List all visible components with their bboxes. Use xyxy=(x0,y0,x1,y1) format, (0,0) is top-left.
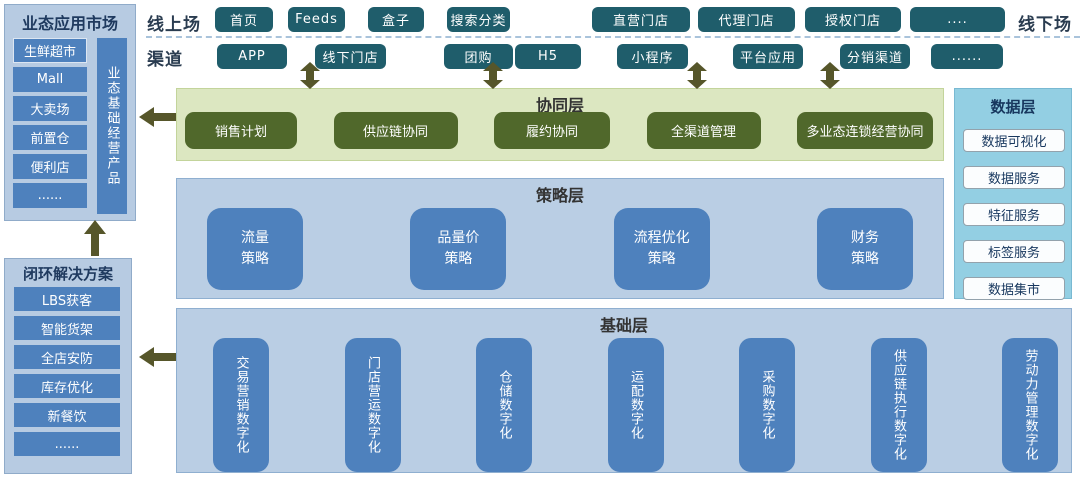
market-item-fresh-supermarket: 生鲜超市 xyxy=(13,38,87,63)
collaboration-button-row: 销售计划 供应链协同 履约协同 全渠道管理 多业态连锁经营协同 xyxy=(185,112,933,149)
data-item-data-service: 数据服务 xyxy=(963,166,1065,189)
channel-button-app: APP xyxy=(217,44,287,69)
closed-loop-item-smart-shelf: 智能货架 xyxy=(14,316,120,340)
online-button-authorized-store: 授权门店 xyxy=(805,7,901,32)
market-item-list: 生鲜超市 Mall 大卖场 前置仓 便利店 ...... xyxy=(13,38,87,212)
foundation-layer-title: 基础层 xyxy=(599,316,648,335)
strategy-card-traffic: 流量 策略 xyxy=(207,208,303,290)
collab-button-multi-format-chain: 多业态连锁经营协同 xyxy=(797,112,933,149)
collab-button-sales-plan: 销售计划 xyxy=(185,112,297,149)
foundation-pillar-row: 交易营销数字化 门店营运数字化 仓储数字化 运配数字化 采购数字化 供应链执行数… xyxy=(213,338,1058,472)
market-item-convenience-store: 便利店 xyxy=(13,154,87,179)
collab-to-market-left-arrow-icon xyxy=(139,107,176,127)
channel-button-offline-store: 线下门店 xyxy=(315,44,386,69)
channel-collab-double-arrow-icon xyxy=(300,62,320,89)
market-panel: 业态应用市场 生鲜超市 Mall 大卖场 前置仓 便利店 ...... 业态基础… xyxy=(4,4,136,221)
channel-label: 渠道 xyxy=(147,50,183,70)
strategy-card-line: 策略 xyxy=(241,251,269,267)
foundation-to-closed-loop-left-arrow-icon xyxy=(139,347,176,367)
channel-button-more: ...... xyxy=(931,44,1003,69)
strategy-card-line: 流量 xyxy=(241,230,269,246)
strategy-layer-title: 策略层 xyxy=(535,186,584,205)
online-offline-divider xyxy=(146,36,1080,38)
data-item-data-mart: 数据集市 xyxy=(963,277,1065,300)
online-button-direct-store: 直营门店 xyxy=(592,7,690,32)
data-item-tag-service: 标签服务 xyxy=(963,240,1065,263)
pillar-trade-marketing: 交易营销数字化 xyxy=(213,338,269,472)
channel-button-distribution: 分销渠道 xyxy=(840,44,910,69)
collab-button-supply-chain: 供应链协同 xyxy=(333,112,458,149)
strategy-card-assortment-price: 品量价 策略 xyxy=(410,208,507,290)
collab-button-fulfillment: 履约协同 xyxy=(494,112,610,149)
pillar-workforce-management: 劳动力管理数字化 xyxy=(1002,338,1058,472)
market-item-hypermarket: 大卖场 xyxy=(13,96,87,121)
collaboration-layer-panel: 协同层 销售计划 供应链协同 履约协同 全渠道管理 多业态连锁经营协同 xyxy=(176,88,944,161)
strategy-card-line: 策略 xyxy=(647,251,676,267)
data-item-feature-service: 特征服务 xyxy=(963,203,1065,226)
online-button-more: .... xyxy=(910,7,1005,32)
closed-loop-item-new-dining: 新餐饮 xyxy=(14,403,120,427)
strategy-card-process-optimization: 流程优化 策略 xyxy=(613,208,710,290)
strategy-card-line: 策略 xyxy=(444,251,473,267)
strategy-card-line: 策略 xyxy=(850,251,879,267)
pillar-warehouse: 仓储数字化 xyxy=(476,338,532,472)
channel-button-group-buy: 团购 xyxy=(444,44,513,69)
pillar-transport: 运配数字化 xyxy=(607,338,664,472)
closed-loop-panel-title: 闭环解决方案 xyxy=(22,265,113,283)
closed-loop-item-lbs: LBS获客 xyxy=(14,287,120,311)
market-item-more: ...... xyxy=(13,183,87,208)
strategy-card-line: 流程优化 xyxy=(633,230,690,246)
data-layer-panel: 数据层 数据可视化 数据服务 特征服务 标签服务 数据集市 xyxy=(954,88,1072,300)
data-layer-title: 数据层 xyxy=(990,98,1036,116)
closed-loop-panel: 闭环解决方案 LBS获客 智能货架 全店安防 库存优化 新餐饮 ...... xyxy=(4,258,132,474)
strategy-card-finance: 财务 策略 xyxy=(816,208,913,290)
online-button-home: 首页 xyxy=(215,7,273,32)
market-vertical-bar: 业态基础经营产品 xyxy=(97,38,127,214)
collaboration-layer-title: 协同层 xyxy=(535,96,584,115)
collab-button-omnichannel: 全渠道管理 xyxy=(646,112,761,149)
pillar-supply-chain-execution: 供应链执行数字化 xyxy=(870,338,927,472)
online-button-box: 盒子 xyxy=(368,7,424,32)
online-button-feeds: Feeds xyxy=(288,7,345,32)
strategy-card-row: 流量 策略 品量价 策略 流程优化 策略 财务 策略 xyxy=(207,208,913,290)
channel-button-platform-app: 平台应用 xyxy=(733,44,803,69)
closed-loop-to-market-up-arrow-icon xyxy=(84,220,106,256)
channel-button-h5: H5 xyxy=(515,44,581,69)
data-layer-item-list: 数据可视化 数据服务 特征服务 标签服务 数据集市 xyxy=(963,129,1065,314)
strategy-card-line: 财务 xyxy=(850,230,879,246)
closed-loop-item-list: LBS获客 智能货架 全店安防 库存优化 新餐饮 ...... xyxy=(14,287,120,461)
pillar-store-operation: 门店营运数字化 xyxy=(344,338,401,472)
data-item-visualization: 数据可视化 xyxy=(963,129,1065,152)
closed-loop-item-more: ...... xyxy=(14,432,120,456)
offline-field-label: 线下场 xyxy=(1018,15,1072,35)
strategy-card-line: 品量价 xyxy=(437,230,480,246)
channel-collab-double-arrow-icon xyxy=(687,62,707,89)
online-field-label: 线上场 xyxy=(147,15,201,35)
online-button-agent-store: 代理门店 xyxy=(698,7,795,32)
strategy-layer-panel: 策略层 流量 策略 品量价 策略 流程优化 策略 财务 策略 xyxy=(176,178,944,299)
market-panel-title: 业态应用市场 xyxy=(21,14,118,33)
channel-collab-double-arrow-icon xyxy=(820,62,840,89)
closed-loop-item-store-security: 全店安防 xyxy=(14,345,120,369)
online-button-search-category: 搜索分类 xyxy=(447,7,510,32)
channel-button-mini-program: 小程序 xyxy=(617,44,688,69)
closed-loop-item-inventory: 库存优化 xyxy=(14,374,120,398)
pillar-procurement: 采购数字化 xyxy=(739,338,795,472)
market-item-mall: Mall xyxy=(13,67,87,92)
channel-collab-double-arrow-icon xyxy=(483,62,503,89)
foundation-layer-panel: 基础层 交易营销数字化 门店营运数字化 仓储数字化 运配数字化 采购数字化 供应… xyxy=(176,308,1072,473)
market-item-front-warehouse: 前置仓 xyxy=(13,125,87,150)
